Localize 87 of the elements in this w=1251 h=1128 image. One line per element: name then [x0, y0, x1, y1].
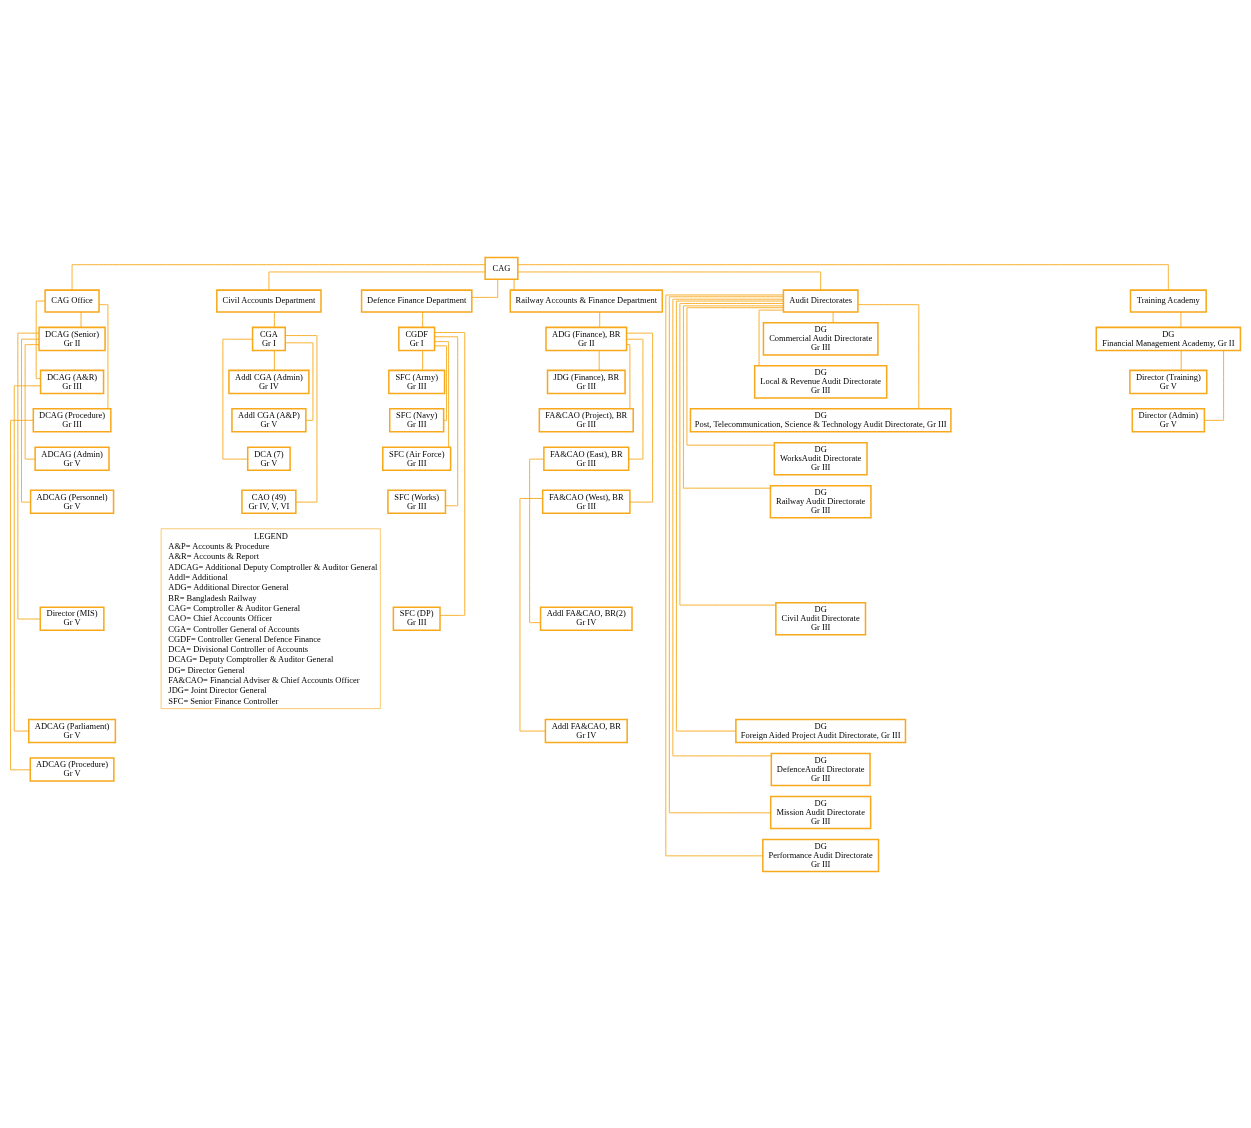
node-box: Director (MIS) Gr V [39, 605, 105, 631]
node-box: CAG [484, 256, 519, 280]
connector [1180, 311, 1182, 328]
connector [513, 278, 515, 290]
connector [285, 334, 318, 503]
connector [599, 311, 601, 328]
node-box: Civil Accounts Department [216, 288, 322, 313]
node-box: DG Local & Revenue Audit Directorate Gr III [753, 364, 888, 399]
node-box: LEGEND A&P= Accounts & Procedure A&R= Accounts & Report ADCAG= Additional Deputy Comptroller & Auditor General Addl= Additional ADG= Additional Director General BR= Bangladesh Railway CAG= Comptroller & Auditor General CAO= Chief Accounts Officer CGA= Controller General of Accounts CGDF= Controller General Defence Finance DCA= Divisional Controller of Accounts DCAG= Deputy Comptroller & Auditor General DG= Director General FA&CAO= Financial Adviser & Chief Accounts Officer JDG= Joint Director General SFC= Senior Finance Controller [160, 527, 381, 709]
node-box: ADG (Finance), BR Gr II [545, 326, 628, 351]
connector [21, 338, 40, 503]
node-box: Training Academy [1129, 288, 1207, 313]
connector [434, 335, 459, 506]
connector [517, 263, 1169, 291]
connector [519, 497, 546, 731]
connector [857, 303, 920, 409]
connector [832, 311, 834, 323]
node-box: CGDF Gr I [398, 326, 436, 351]
node-box: Addl FA&CAO, BR Gr IV [544, 718, 628, 743]
connector [17, 332, 41, 619]
connector [1180, 349, 1182, 371]
node-box: SFC (Army) Gr III [388, 369, 446, 394]
connector [13, 384, 41, 731]
node-box: DG WorksAudit Directorate Gr III [773, 441, 868, 476]
node-box: ADCAG (Procedure) Gr V [29, 756, 115, 782]
node-box: DG Performance Audit Directorate Gr III [762, 838, 880, 872]
connector [422, 349, 424, 371]
connector [222, 338, 253, 460]
connector [517, 271, 822, 290]
connector [268, 271, 486, 290]
connector [284, 341, 314, 421]
connector [679, 302, 784, 606]
connector [682, 304, 784, 489]
connector [422, 311, 424, 328]
node-box: ADCAG (Parliament) Gr V [28, 718, 117, 743]
node-box: Addl FA&CAO, BR(2) Gr IV [539, 605, 633, 631]
node-box: DG Post, Telecommunication, Science & Technology Audit Directorate, Gr III [689, 407, 952, 433]
node-box: ADCAG (Admin) Gr V [34, 446, 110, 471]
connector [24, 343, 40, 460]
node-box: DG Foreign Aided Project Audit Directorate, Gr III [735, 718, 907, 743]
node-box: DG Commercial Audit Directorate Gr III [762, 321, 879, 356]
node-box: DG DefenceAudit Directorate Gr III [770, 752, 871, 786]
node-box: FA&CAO (East), BR Gr III [543, 446, 630, 471]
node-box: Audit Directorates [782, 288, 859, 313]
node-box: JDG (Finance), BR Gr III [546, 369, 626, 394]
connector [1203, 349, 1225, 421]
node-box: CGA Gr I [251, 326, 286, 351]
connector [626, 338, 644, 460]
node-box: SFC (Works) Gr III [387, 489, 447, 514]
node-box: Addl CGA (A&P) Gr V [231, 407, 307, 433]
node-box: DG Civil Audit Directorate Gr III [775, 601, 867, 635]
node-box: Addl CGA (Admin) Gr IV [228, 369, 310, 394]
node-box: Railway Accounts & Finance Department [509, 288, 664, 313]
connector [434, 331, 466, 616]
node-box: CAG Office [44, 288, 100, 313]
node-box: FA&CAO (West), BR Gr III [541, 489, 631, 514]
node-box: DCAG (Senior) Gr II [38, 326, 106, 351]
connector [35, 300, 46, 379]
connector [626, 332, 654, 503]
connector [71, 263, 486, 291]
node-box: Director (Training) Gr V [1129, 369, 1208, 394]
node-box: DG Railway Audit Directorate Gr III [769, 484, 872, 519]
connector [626, 343, 631, 409]
node-box: ADCAG (Personnel) Gr V [29, 489, 115, 514]
node-box: CAO (49) Gr IV, V, VI [241, 489, 297, 514]
connector [273, 311, 275, 328]
connector [434, 340, 450, 448]
node-box: Defence Finance Department [360, 288, 473, 313]
connector [471, 278, 499, 298]
connector [10, 419, 34, 770]
connector [98, 303, 109, 409]
node-box: DCAG (Procedure) Gr III [32, 407, 112, 433]
node-box: DCA (7) Gr V [246, 446, 291, 471]
node-box: FA&CAO (Project), BR Gr III [538, 407, 634, 433]
connector [686, 306, 784, 446]
connector [434, 344, 448, 421]
connector [758, 309, 784, 366]
node-box: Director (Admin) Gr V [1131, 407, 1206, 433]
node-box: DCAG (A&R) Gr III [39, 369, 105, 394]
connector [598, 349, 600, 371]
node-box: SFC (Air Force) Gr III [382, 446, 452, 471]
node-box: SFC (Navy) Gr III [389, 407, 445, 433]
node-box: SFC (DP) Gr III [392, 605, 441, 631]
connector [273, 349, 275, 371]
node-box: DG Mission Audit Directorate Gr III [769, 795, 872, 829]
node-box: DG Financial Management Academy, Gr II [1095, 326, 1242, 351]
connector [80, 311, 82, 328]
